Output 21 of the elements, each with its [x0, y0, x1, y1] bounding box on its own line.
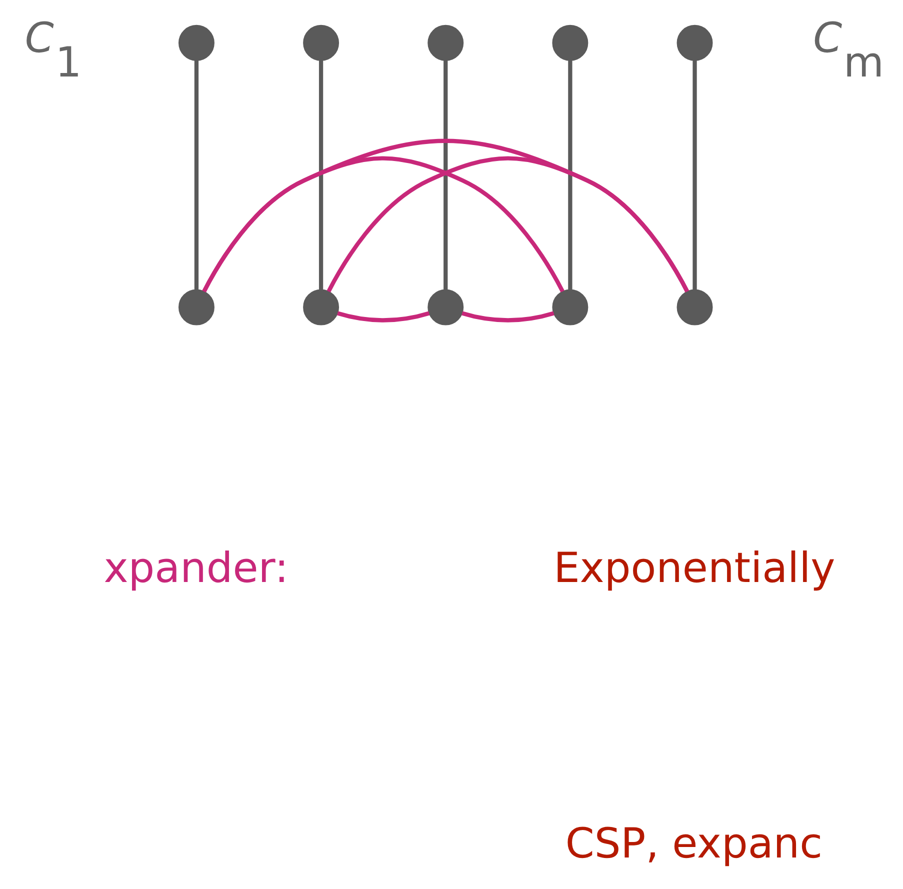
node-circle	[428, 288, 464, 325]
node-circle	[552, 24, 588, 60]
connector	[444, 60, 448, 289]
node-circle	[178, 24, 214, 60]
connector	[462, 310, 554, 322]
label: CSP, expanc	[565, 818, 822, 867]
node-circle	[428, 24, 464, 60]
node-circle	[303, 24, 340, 60]
node-circle	[676, 288, 713, 325]
label: xpander:	[104, 542, 289, 592]
connector	[692, 60, 697, 289]
connector	[194, 60, 199, 289]
node-circle	[178, 288, 214, 325]
connector	[202, 138, 690, 292]
connector	[318, 60, 324, 289]
node-circle	[552, 288, 588, 325]
connector	[568, 60, 572, 289]
connector	[337, 310, 430, 322]
node-circle	[676, 24, 713, 60]
node-circle	[303, 288, 340, 325]
label: Exponentially	[554, 542, 836, 592]
